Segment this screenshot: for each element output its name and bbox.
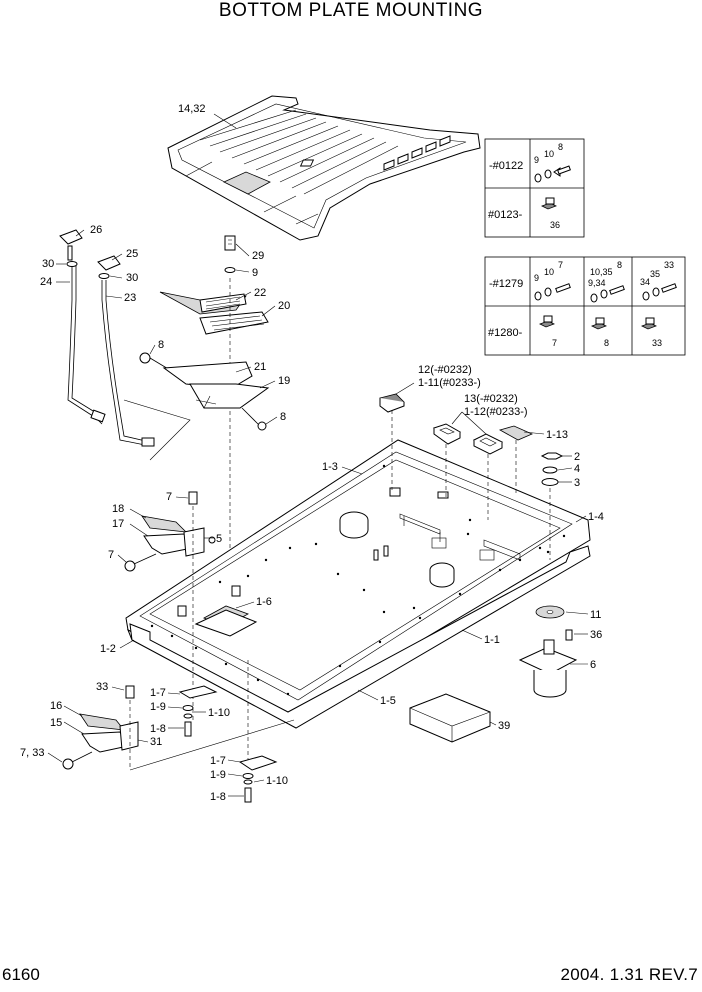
callout-1-3: 1-3 (322, 461, 338, 473)
callout-23: 23 (124, 292, 136, 304)
callout-7-33: 7, 33 (20, 747, 44, 759)
table2-c3-34: 34 (640, 277, 650, 287)
table2-d1-7: 7 (552, 338, 557, 348)
table2-c2-934: 9,34 (588, 278, 606, 288)
callout-3: 3 (574, 477, 580, 489)
table1-part-10: 10 (544, 149, 554, 159)
callout-22: 22 (254, 287, 266, 299)
table2-c1-7: 7 (558, 260, 563, 270)
callout-39: 39 (498, 720, 510, 732)
callout-1-12: 1-12(#0233-) (464, 406, 528, 418)
callout-labels: 14,32 26 30 24 25 30 23 29 9 22 20 8 21 … (20, 103, 604, 803)
page-title: BOTTOM PLATE MOUNTING (218, 0, 484, 21)
callout-16: 16 (50, 700, 62, 712)
table1-row1-label: -#0122 (489, 160, 523, 172)
callout-1-9b: 1-9 (210, 769, 226, 781)
callout-18: 18 (112, 503, 124, 515)
callout-19: 19 (278, 375, 290, 387)
callout-33: 33 (96, 681, 108, 693)
callout-7b: 7 (108, 549, 114, 561)
callout-1-10: 1-10 (208, 707, 230, 719)
callout-11: 11 (590, 609, 601, 621)
callout-1-8b: 1-8 (210, 791, 226, 803)
detail-table-serial-0122: -#0122 #0123- 9 10 8 36 (484, 138, 585, 238)
table1-part-8: 8 (558, 142, 563, 152)
callout-25: 25 (126, 248, 138, 260)
rubber-caps (379, 393, 533, 520)
callout-17: 17 (112, 518, 124, 530)
table1-part-9: 9 (534, 155, 539, 165)
table2-c1-9: 9 (534, 273, 539, 283)
callout-6: 6 (590, 659, 596, 671)
left-pedal-upper (124, 491, 216, 720)
revision-date: 2004. 1.31 REV.7 (560, 965, 698, 984)
callout-2: 2 (574, 451, 580, 463)
table2-c1-10: 10 (544, 267, 554, 277)
callout-24: 24 (40, 276, 52, 288)
callout-1-6: 1-6 (256, 596, 272, 608)
callout-29: 29 (252, 250, 264, 262)
callout-15: 15 (50, 717, 62, 729)
callout-13: 13(-#0232) (464, 393, 518, 405)
table2-d2-8: 8 (604, 338, 609, 348)
callout-30: 30 (42, 258, 54, 270)
callout-7: 7 (166, 491, 172, 503)
callout-8b: 8 (280, 411, 286, 423)
callout-1-4: 1-4 (588, 511, 604, 523)
callout-1-5: 1-5 (380, 695, 396, 707)
table2-row1-label: -#1279 (489, 278, 523, 290)
callout-5: 5 (216, 533, 222, 545)
callout-1-2: 1-2 (100, 643, 116, 655)
callout-4: 4 (574, 463, 580, 475)
mounting-brackets (178, 660, 278, 803)
floor-mat (167, 95, 481, 241)
callout-30b: 30 (126, 272, 138, 284)
detail-table-serial-1279: -#1279 #1280- 9 10 7 9,34 10,35 8 34 35 … (484, 256, 686, 356)
callout-12: 12(-#0232) (418, 364, 472, 376)
table2-d3-33: 33 (652, 338, 662, 348)
leader-lines (47, 229, 589, 797)
table2-c2-1035: 10,35 (590, 267, 613, 277)
callout-1-13: 1-13 (546, 429, 568, 441)
table2-c3-35: 35 (650, 269, 660, 279)
right-side-components (409, 605, 578, 743)
callout-31: 31 (150, 736, 162, 748)
callout-1-7b: 1-7 (210, 755, 226, 767)
callout-9: 9 (252, 267, 258, 279)
callout-14-32: 14,32 (178, 103, 206, 115)
callout-1-9: 1-9 (150, 701, 166, 713)
callout-1-10b: 1-10 (266, 775, 288, 787)
callout-20: 20 (278, 300, 290, 312)
callout-1-11: 1-11(#0233-) (418, 377, 481, 389)
callout-26: 26 (90, 224, 102, 236)
travel-levers (59, 229, 155, 447)
table2-c2-8: 8 (617, 260, 622, 270)
table1-part-36: 36 (550, 220, 560, 230)
table2-c3-33: 33 (664, 260, 674, 270)
callout-1-8: 1-8 (150, 723, 166, 735)
table2-row2-label: #1280- (488, 327, 523, 339)
pedal-assembly (139, 235, 270, 600)
callout-1-1: 1-1 (484, 634, 500, 646)
left-pedal-lower (62, 685, 139, 770)
page-number: 6160 (2, 965, 40, 984)
table1-row2-label: #0123- (488, 209, 523, 221)
callout-36: 36 (590, 629, 602, 641)
callout-21: 21 (254, 361, 266, 373)
callout-8: 8 (158, 339, 164, 351)
callout-1-7: 1-7 (150, 687, 166, 699)
